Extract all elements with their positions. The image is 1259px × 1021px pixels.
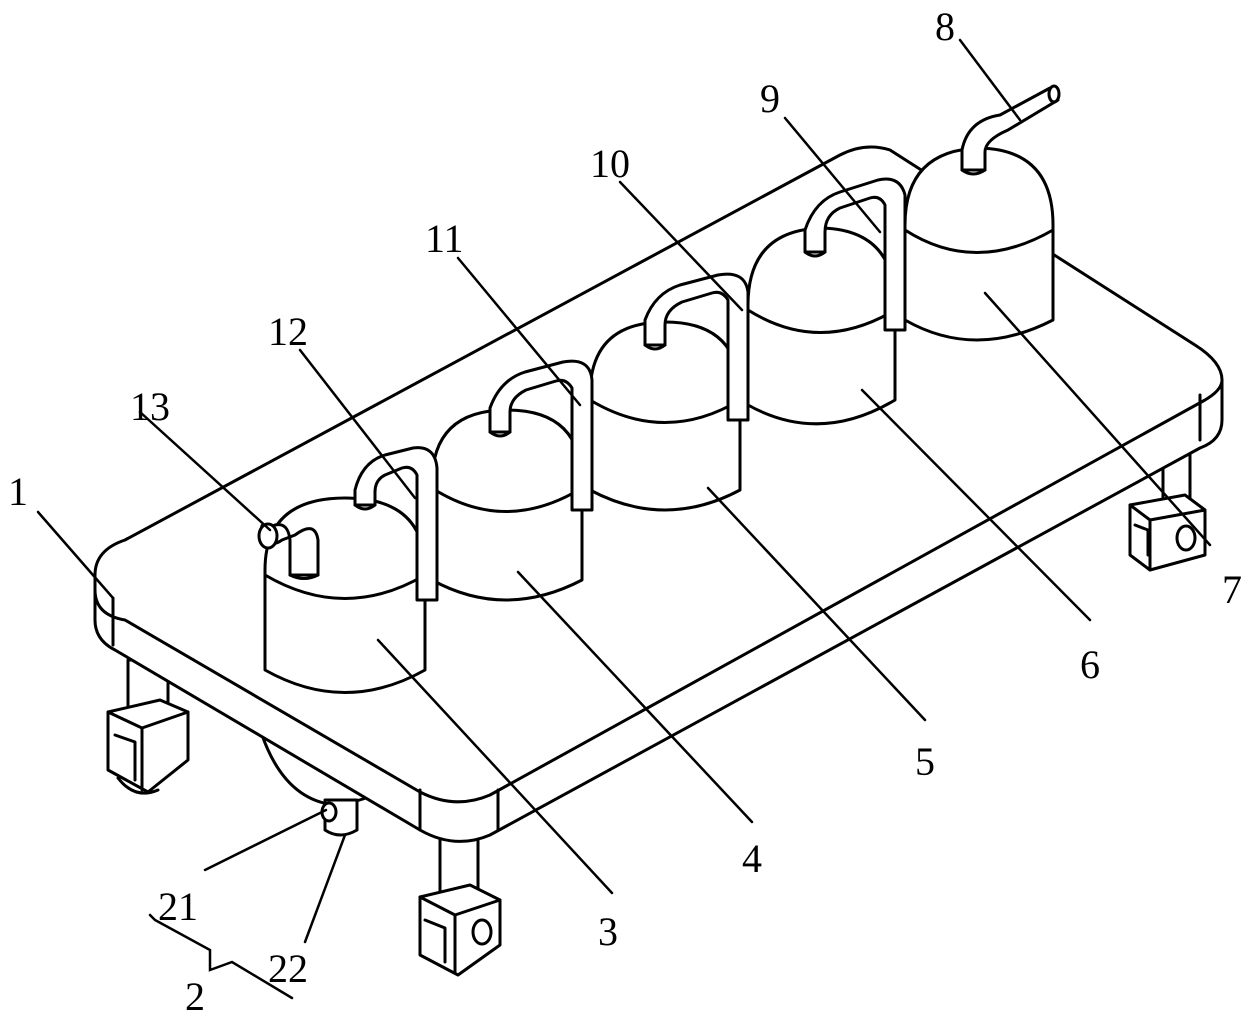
leader-12 — [298, 348, 417, 500]
container-5 — [588, 272, 750, 512]
label-13: 13 — [130, 384, 170, 429]
leader-1 — [36, 510, 115, 600]
label-22: 22 — [268, 946, 308, 991]
label-8: 8 — [935, 4, 955, 49]
bracket-2 — [148, 913, 294, 1000]
label-9: 9 — [760, 76, 780, 121]
leader-8 — [958, 38, 1022, 122]
leader-5 — [706, 486, 927, 722]
leader-13 — [138, 410, 272, 532]
label-6: 6 — [1080, 642, 1100, 687]
label-3: 3 — [598, 909, 618, 954]
leader-11 — [456, 256, 582, 407]
label-7: 7 — [1222, 567, 1242, 612]
container-4 — [430, 359, 594, 602]
leader-7 — [983, 291, 1212, 547]
leader-6 — [860, 388, 1092, 622]
container-3 — [257, 446, 439, 694]
leader-22 — [303, 833, 347, 944]
label-1: 1 — [8, 469, 28, 514]
label-21: 21 — [158, 884, 198, 929]
part-labels: 1 2 3 4 5 6 7 8 9 10 11 12 13 21 22 — [8, 4, 1242, 1019]
label-10: 10 — [590, 141, 630, 186]
leader-21 — [203, 808, 328, 872]
label-12: 12 — [268, 309, 308, 354]
leader-9 — [783, 116, 882, 234]
leader-4 — [516, 570, 754, 824]
leader-3 — [376, 638, 614, 895]
label-11: 11 — [425, 216, 464, 261]
leader-lines — [36, 38, 1212, 1000]
label-2: 2 — [185, 974, 205, 1019]
container-6 — [746, 177, 907, 426]
label-4: 4 — [742, 836, 762, 881]
label-5: 5 — [915, 739, 935, 784]
caster-front-right — [418, 828, 502, 977]
container-7 — [903, 84, 1061, 342]
leader-10 — [618, 180, 744, 312]
